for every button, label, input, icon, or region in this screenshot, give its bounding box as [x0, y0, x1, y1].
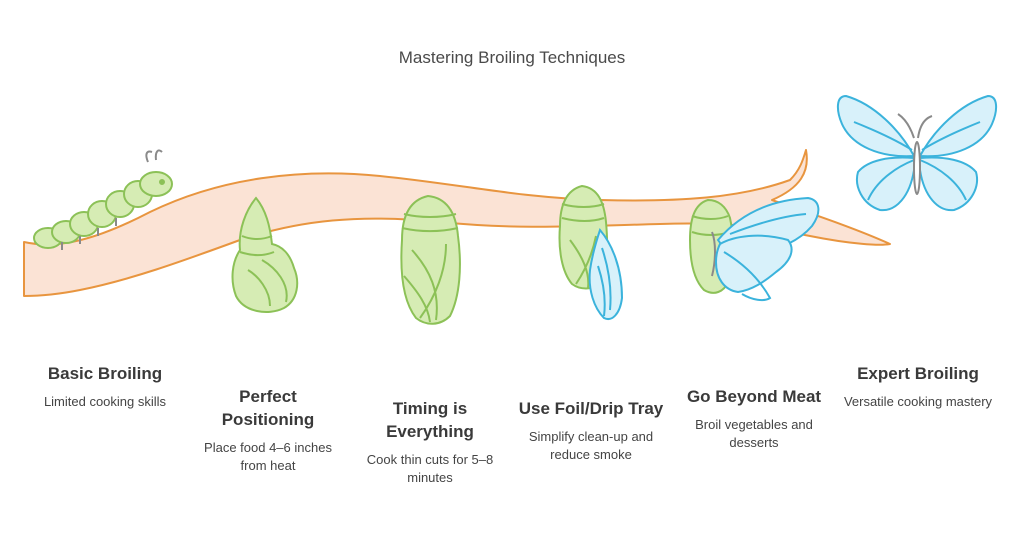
stage-heading: Expert Broiling — [857, 364, 979, 383]
stage-description: Broil vegetables and desserts — [695, 417, 813, 450]
stage-go-beyond-meat: Go Beyond Meat Broil vegetables and dess… — [679, 385, 829, 452]
stage-description: Cook thin cuts for 5–8 minutes — [366, 452, 494, 485]
stage-description: Place food 4–6 inches from heat — [204, 440, 332, 473]
stage-basic-broiling: Basic Broiling Limited cooking skills — [30, 362, 180, 411]
chrysalis-mid-icon — [400, 194, 461, 325]
stage-description: Versatile cooking mastery — [843, 394, 993, 409]
stage-description: Limited cooking skills — [43, 394, 167, 409]
stage-timing-is-everything: Timing is Everything Cook thin cuts for … — [355, 397, 505, 487]
emerging-butterfly-icon — [688, 196, 820, 302]
chrysalis-early-icon — [231, 196, 299, 313]
chrysalis-wing-icon — [558, 184, 624, 320]
branch — [23, 149, 891, 297]
stage-heading: Use Foil/Drip Tray — [518, 399, 664, 418]
stage-heading: Go Beyond Meat — [686, 387, 822, 406]
stage-description: Simplify clean-up and reduce smoke — [528, 429, 654, 462]
stage-perfect-positioning: Perfect Positioning Place food 4–6 inche… — [193, 385, 343, 475]
stage-use-foil-drip-tray: Use Foil/Drip Tray Simplify clean-up and… — [516, 397, 666, 464]
stage-heading: Basic Broiling — [47, 364, 163, 383]
caterpillar-icon — [33, 149, 173, 250]
stage-heading: Perfect Positioning — [221, 387, 315, 429]
diagram-title: Mastering Broiling Techniques — [398, 48, 626, 67]
stage-expert-broiling: Expert Broiling Versatile cooking master… — [843, 362, 993, 411]
stage-heading: Timing is Everything — [386, 399, 474, 441]
butterfly-icon — [836, 94, 998, 212]
